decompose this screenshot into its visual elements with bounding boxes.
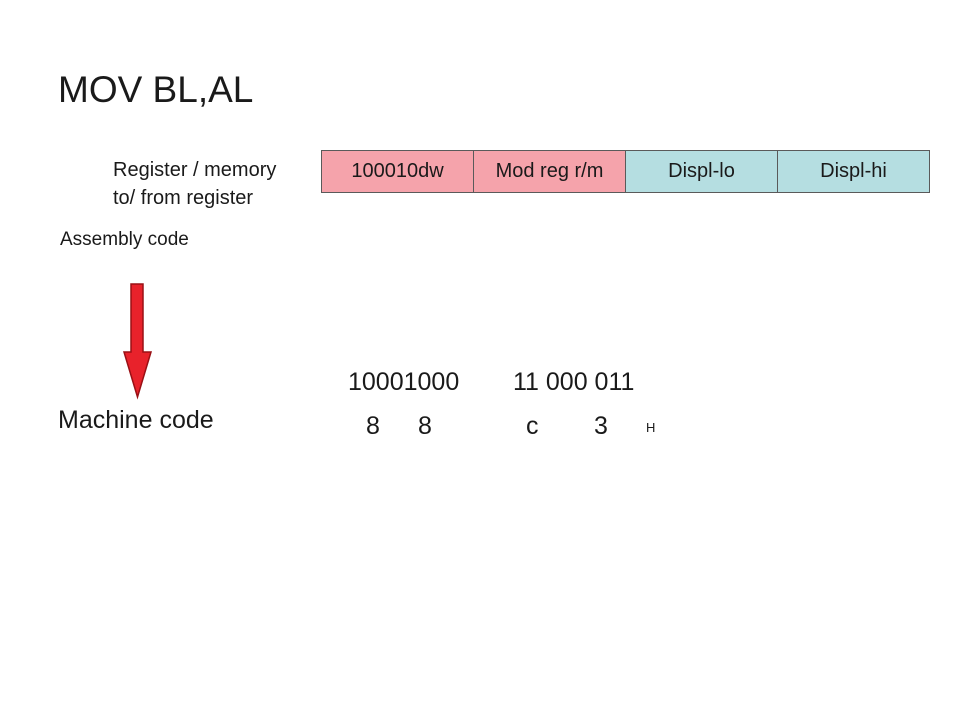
slide-title: MOV BL,AL: [58, 69, 254, 110]
field-displ-hi-label: Displ-hi: [820, 160, 887, 182]
format-label-line-1: Register / memory: [113, 159, 277, 181]
field-mod-reg-rm: Mod reg r/m: [473, 150, 626, 193]
assembly-code-label: Assembly code: [60, 229, 189, 250]
field-displ-lo: Displ-lo: [625, 150, 778, 193]
instruction-format-fields: 100010dw Mod reg r/m Displ-lo Displ-hi: [321, 150, 930, 193]
instruction-format-label: Register / memory to/ from register: [113, 156, 276, 212]
field-displ-lo-label: Displ-lo: [668, 160, 735, 182]
down-arrow-icon: [122, 283, 153, 400]
hex-digit: 3: [594, 412, 608, 440]
down-arrow-shape: [122, 283, 153, 400]
format-label-line-2: to/ from register: [113, 187, 254, 209]
hex-digit: c: [526, 412, 539, 440]
hex-digit: 8: [366, 412, 380, 440]
field-displ-hi: Displ-hi: [777, 150, 930, 193]
binary-byte-1: 10001000: [348, 368, 460, 396]
field-mod-reg-rm-label: Mod reg r/m: [495, 160, 604, 182]
binary-byte-2: 11 000 011: [513, 368, 635, 396]
field-opcode-label: 100010dw: [351, 160, 444, 182]
hex-digit: 8: [418, 412, 432, 440]
machine-code-label: Machine code: [58, 406, 214, 434]
hex-suffix: H: [646, 420, 656, 435]
field-opcode: 100010dw: [321, 150, 474, 193]
